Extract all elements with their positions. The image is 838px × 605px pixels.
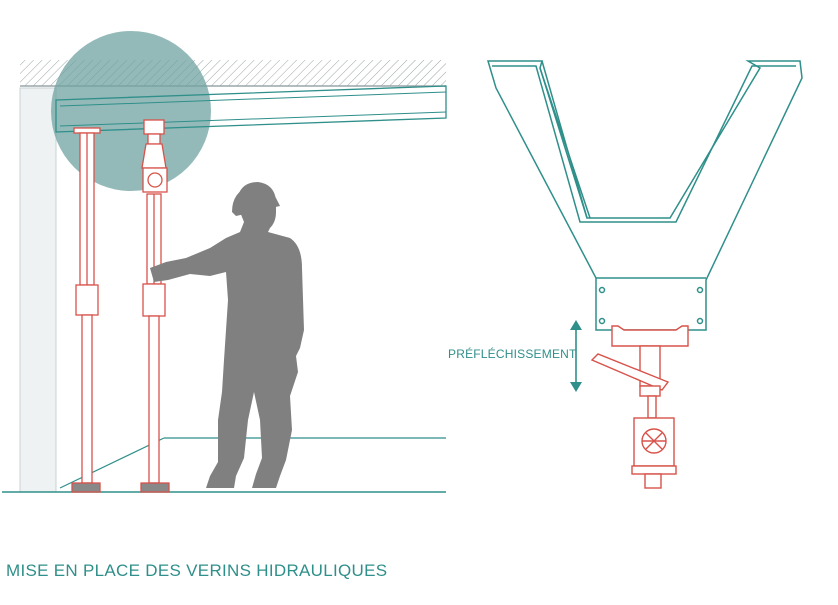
- double-arrow-icon: [570, 320, 582, 392]
- diagram-caption: MISE EN PLACE DES VERINS HIDRAULIQUES: [6, 561, 388, 580]
- floor-perspective: [59, 437, 165, 489]
- beam: [55, 85, 447, 133]
- wall: [19, 87, 57, 493]
- detail-highlight-circle: [51, 31, 211, 191]
- prop-right-with-jack: [140, 119, 170, 493]
- prop-left: [71, 127, 101, 493]
- hydraulic-jack-icon: [590, 325, 689, 489]
- left-scene: [2, 31, 447, 493]
- worker-silhouette-icon: [150, 182, 304, 488]
- preflechissement-label: PRÉFLÉCHISSEMENT: [448, 346, 577, 361]
- v-beam-section: [486, 60, 803, 331]
- detail-view: PRÉFLÉCHISSEMENT: [448, 60, 803, 489]
